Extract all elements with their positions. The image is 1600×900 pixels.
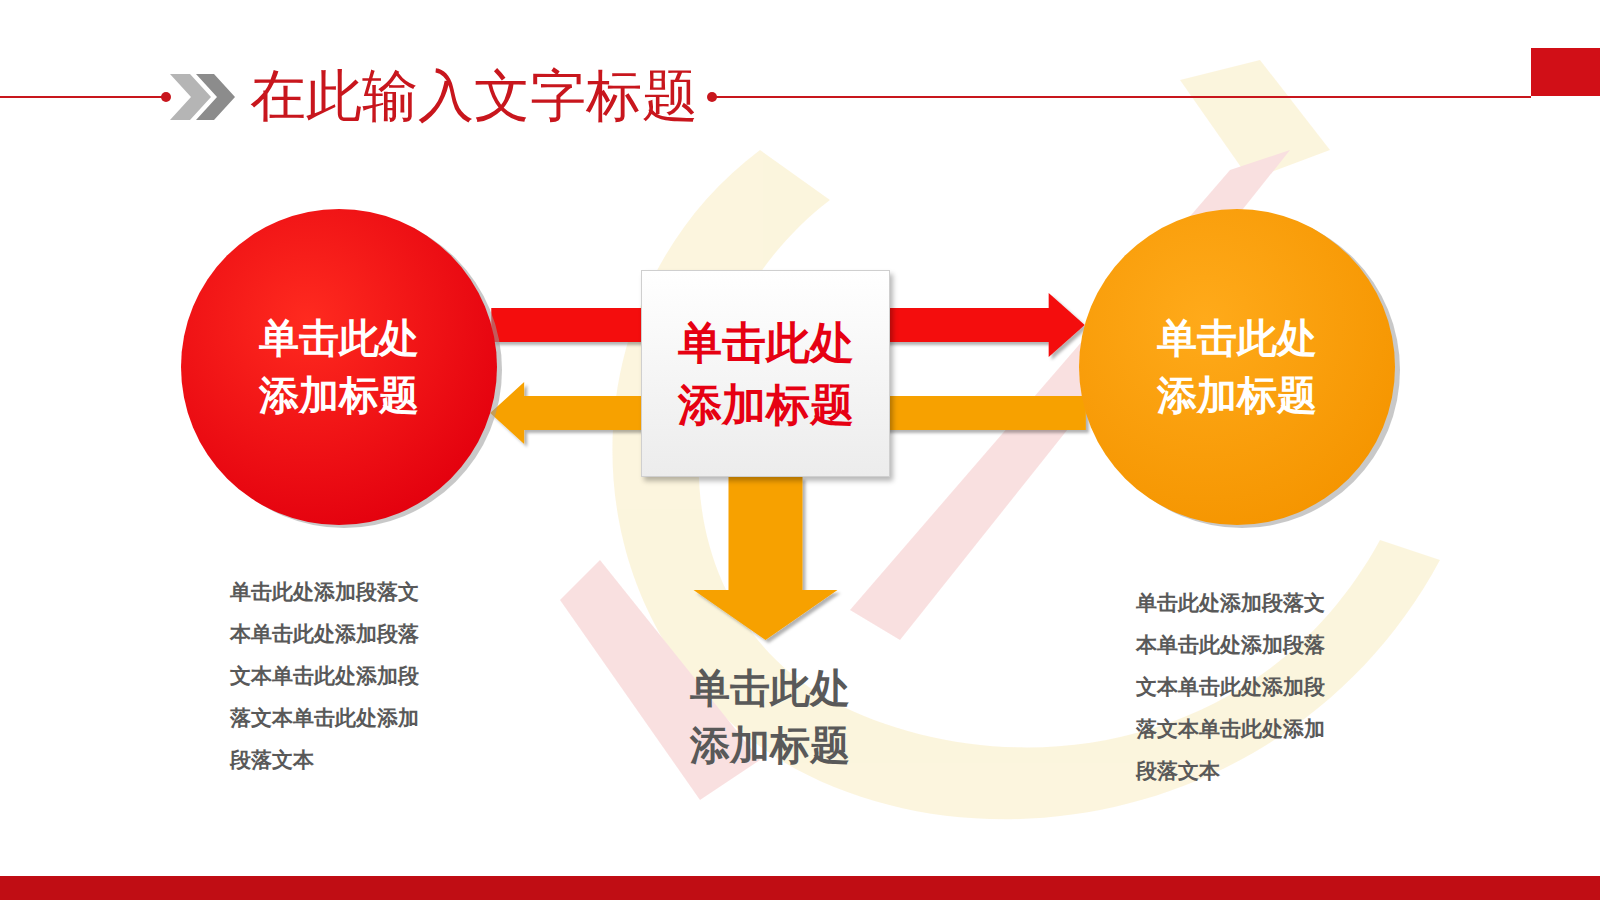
circle-fill <box>181 209 497 525</box>
footer-bar <box>0 876 1600 900</box>
node-title: 单击此处 添加标题 <box>684 660 856 774</box>
paragraph-text: 单击此处添加段落文 本单击此处添加段落 文本单击此处添加段 落文本单击此处添加 … <box>1136 582 1348 792</box>
circle-outline <box>181 209 497 525</box>
corner-block <box>1531 48 1600 96</box>
result-text-block: 单击此处 添加标题 <box>670 640 870 784</box>
title-dot-left <box>161 92 171 102</box>
center-box: 单击此处 添加标题 <box>641 270 890 477</box>
emblem-watermark <box>560 60 1440 819</box>
title-rule-left <box>0 96 166 98</box>
node-title: 单击此处 添加标题 <box>253 310 425 424</box>
node-title: 单击此处 添加标题 <box>1151 310 1323 424</box>
emblem-sickle <box>612 150 1440 819</box>
circle-fill <box>1079 209 1395 525</box>
title-rule-right <box>712 96 1531 98</box>
orange-circle: 单击此处 添加标题单击此处添加段落文 本单击此处添加段落 文本单击此处添加段 落… <box>1079 209 1395 525</box>
title-chevron <box>196 74 235 120</box>
slide-title: 在此输入文字标题 <box>250 60 698 132</box>
paragraph-text: 单击此处添加段落文 本单击此处添加段落 文本单击此处添加段 落文本单击此处添加 … <box>230 571 442 781</box>
down-block-arrow <box>694 477 838 640</box>
node-title: 单击此处 添加标题 <box>670 312 862 436</box>
red-circle: 单击此处 添加标题单击此处添加段落文 本单击此处添加段落 文本单击此处添加段 落… <box>181 209 497 525</box>
circle-outline <box>1079 209 1395 525</box>
